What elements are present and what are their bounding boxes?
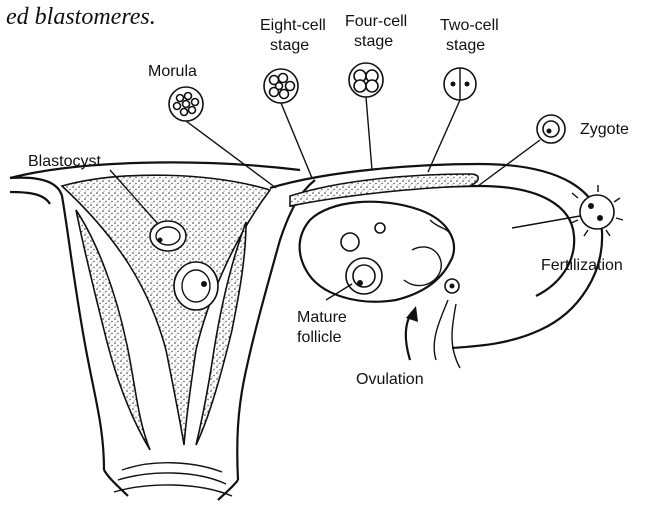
label-mature-follicle-1: Mature — [297, 309, 347, 326]
eight-cell-embryo — [264, 69, 298, 103]
label-four-cell-1: Four-cell — [345, 13, 407, 30]
fertilization-oocyte — [571, 185, 623, 236]
label-fertilization: Fertilization — [541, 257, 623, 274]
implanting-embryo — [174, 262, 218, 310]
label-eight-cell-2: stage — [270, 37, 309, 54]
label-blastocyst: Blastocyst — [28, 153, 101, 170]
follicle-tiny — [375, 223, 385, 233]
label-two-cell-2: stage — [446, 37, 485, 54]
label-zygote: Zygote — [580, 121, 629, 138]
uterus — [10, 162, 315, 500]
label-morula: Morula — [148, 63, 197, 80]
label-mature-follicle-2: follicle — [297, 329, 342, 346]
four-cell-embryo — [349, 63, 383, 97]
follicle-small — [341, 233, 359, 251]
morula-embryo — [169, 87, 203, 121]
label-two-cell-1: Two-cell — [440, 17, 499, 34]
blastocyst-embryo — [150, 221, 186, 251]
two-cell-embryo — [444, 68, 476, 100]
label-ovulation: Ovulation — [356, 371, 424, 388]
label-eight-cell-1: Eight-cell — [260, 17, 326, 34]
caption-fragment: ed blastomeres. — [6, 4, 156, 30]
zygote-cell — [537, 115, 565, 143]
label-four-cell-2: stage — [354, 33, 393, 50]
